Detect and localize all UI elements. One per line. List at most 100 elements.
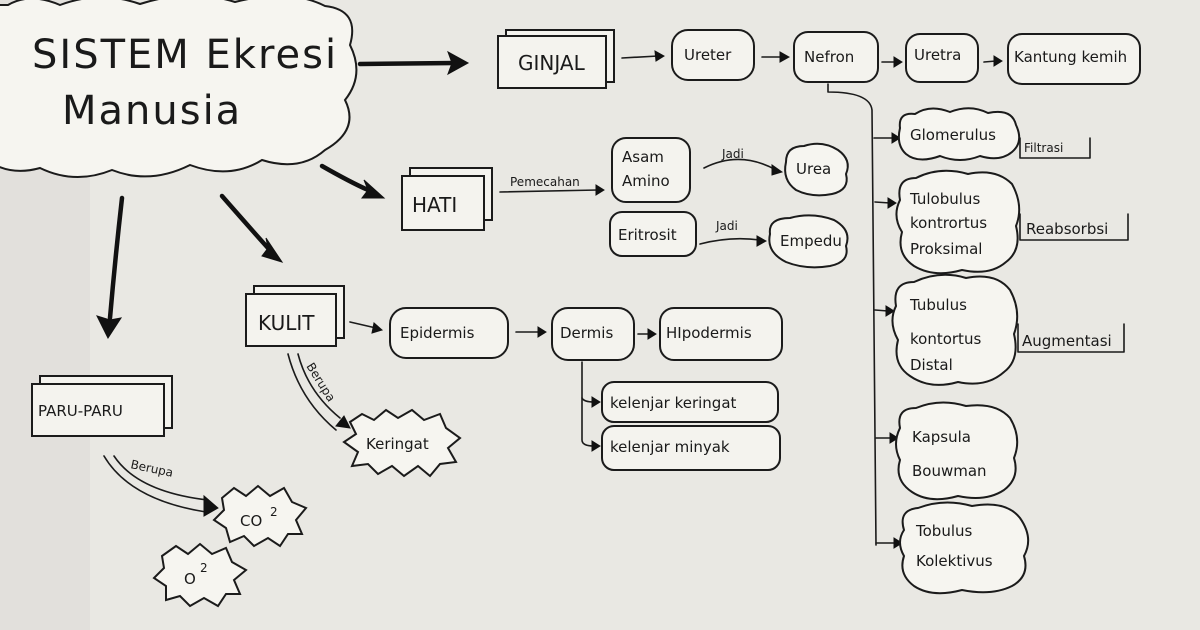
main-arrows bbox=[96, 50, 470, 340]
urea-cloud bbox=[784, 142, 849, 197]
kelenjar-minyak-box bbox=[601, 425, 781, 471]
filtrasi-label: Filtrasi bbox=[1024, 141, 1063, 155]
proksimal-line-3: Proksimal bbox=[910, 240, 982, 258]
uretra-node: Uretra bbox=[905, 33, 979, 83]
epidermis-label: Epidermis bbox=[400, 324, 475, 342]
asam-amino-node: Asam Amino bbox=[611, 137, 691, 203]
eritrosit-label: Eritrosit bbox=[618, 226, 677, 244]
kelenjar-minyak-node: kelenjar minyak bbox=[601, 425, 781, 471]
kulit-group: KULIT bbox=[245, 285, 345, 347]
kolektivus-line-1: Tobulus bbox=[915, 522, 972, 540]
kantung-kemih-node: Kantung kemih bbox=[1007, 33, 1141, 85]
arrow-head-kulit bbox=[261, 237, 284, 263]
urea-node: Urea bbox=[784, 142, 849, 197]
arrow-to-paru bbox=[107, 195, 125, 321]
arrow-kulit-keringat-a bbox=[287, 353, 337, 431]
nefron-label: Nefron bbox=[804, 48, 854, 66]
uretra-label: Uretra bbox=[914, 46, 961, 64]
ureter-box bbox=[671, 29, 755, 81]
kantung-kemih-box bbox=[1007, 33, 1141, 85]
ureter-node: Ureter bbox=[671, 29, 755, 81]
co2-node: CO 2 bbox=[212, 484, 308, 548]
arrow-eritrosit-empedu bbox=[699, 237, 761, 245]
reabsorbsi-tag: Reabsorbsi bbox=[1019, 213, 1129, 241]
empedu-node: Empedu bbox=[768, 214, 849, 269]
dermis-box bbox=[551, 307, 635, 361]
empedu-label: Empedu bbox=[780, 232, 842, 250]
kolektivus-line-2: Kolektivus bbox=[916, 552, 993, 570]
kelenjar-keringat-label: kelenjar keringat bbox=[610, 394, 737, 412]
title-line-2: Manusia bbox=[62, 88, 242, 134]
epidermis-node: Epidermis bbox=[389, 307, 509, 359]
ginjal-group: GINJAL bbox=[497, 29, 615, 89]
distal-cloud bbox=[891, 273, 1019, 386]
hipodermis-box bbox=[659, 307, 783, 361]
arrow-to-kulit bbox=[219, 193, 271, 251]
o2-subscript: 2 bbox=[200, 561, 208, 575]
kelenjar-keringat-box bbox=[601, 381, 779, 423]
augmentasi-label: Augmentasi bbox=[1022, 332, 1112, 350]
o2-label: O bbox=[184, 570, 196, 588]
distal-line-3: Distal bbox=[910, 356, 953, 374]
empedu-cloud bbox=[768, 214, 849, 269]
hati-label: HATI bbox=[412, 193, 457, 217]
glomerulus-cloud bbox=[897, 107, 1021, 161]
arrow-paru-co2-b bbox=[113, 455, 209, 501]
kulit-box bbox=[245, 293, 337, 347]
arrow-hati-asam bbox=[499, 189, 599, 193]
nefron-node: Nefron bbox=[793, 31, 879, 83]
kolektivus-node: Tobulus Kolektivus bbox=[899, 501, 1030, 595]
hati-group: HATI bbox=[401, 167, 493, 231]
hipodermis-node: HIpodermis bbox=[659, 307, 783, 361]
distal-node: Tubulus kontortus Distal bbox=[891, 273, 1019, 386]
paru-group: PARU-PARU bbox=[31, 375, 173, 437]
augmentasi-tag: Augmentasi bbox=[1017, 323, 1125, 353]
hati-box bbox=[401, 175, 485, 231]
dermis-label: Dermis bbox=[560, 324, 613, 342]
distal-line-2: kontortus bbox=[910, 330, 981, 348]
nefron-tree-lines bbox=[827, 83, 903, 549]
arrow-head-ginjal bbox=[447, 50, 470, 76]
asam-amino-line-2: Amino bbox=[622, 172, 670, 190]
nefron-box bbox=[793, 31, 879, 83]
arrow-to-ginjal bbox=[357, 60, 458, 67]
arrow-head-hati bbox=[361, 179, 386, 199]
kelenjar-minyak-label: kelenjar minyak bbox=[610, 438, 730, 456]
ginjal-label: GINJAL bbox=[518, 51, 586, 75]
proksimal-node: Tulobulus kontrortus Proksimal bbox=[895, 169, 1021, 275]
proksimal-line-1: Tulobulus bbox=[909, 190, 980, 208]
arrow-asam-urea bbox=[703, 158, 777, 171]
hipodermis-label: HIpodermis bbox=[666, 324, 752, 342]
kolektivus-cloud bbox=[899, 501, 1030, 595]
ginjal-box bbox=[497, 35, 607, 89]
kapsula-cloud bbox=[895, 401, 1019, 501]
pemecahan-label: Pemecahan bbox=[510, 175, 580, 189]
ureter-label: Ureter bbox=[684, 46, 732, 64]
title-line-1: SISTEM Ekresi bbox=[32, 32, 338, 78]
arrow-kulit-keringat-b bbox=[297, 353, 341, 419]
asam-amino-box bbox=[611, 137, 691, 203]
dermis-node: Dermis bbox=[551, 307, 635, 361]
kelenjar-keringat-node: kelenjar keringat bbox=[601, 381, 779, 423]
urea-label: Urea bbox=[796, 160, 831, 178]
proksimal-line-2: kontrortus bbox=[910, 214, 987, 232]
title-cloud: SISTEM Ekresi Manusia bbox=[0, 0, 358, 179]
jadi-label-1: Jadi bbox=[721, 147, 744, 161]
paru-label: PARU-PARU bbox=[38, 402, 123, 420]
co2-burst bbox=[212, 484, 308, 548]
kulit-label: KULIT bbox=[258, 311, 315, 335]
jadi-label-2: Jadi bbox=[715, 219, 738, 233]
co2-label: CO bbox=[240, 512, 262, 530]
co2-subscript: 2 bbox=[270, 505, 278, 519]
arrow-kulit-epidermis bbox=[349, 321, 377, 329]
distal-line-1: Tubulus bbox=[909, 296, 967, 314]
kapsula-node: Kapsula Bouwman bbox=[895, 401, 1019, 501]
kapsula-line-2: Bouwman bbox=[912, 462, 987, 480]
kapsula-line-1: Kapsula bbox=[912, 428, 971, 446]
arrow-to-hati bbox=[319, 163, 371, 193]
keringat-burst bbox=[342, 408, 462, 478]
proksimal-cloud bbox=[895, 169, 1021, 275]
keringat-label: Keringat bbox=[366, 435, 429, 453]
paru-box bbox=[31, 383, 165, 437]
